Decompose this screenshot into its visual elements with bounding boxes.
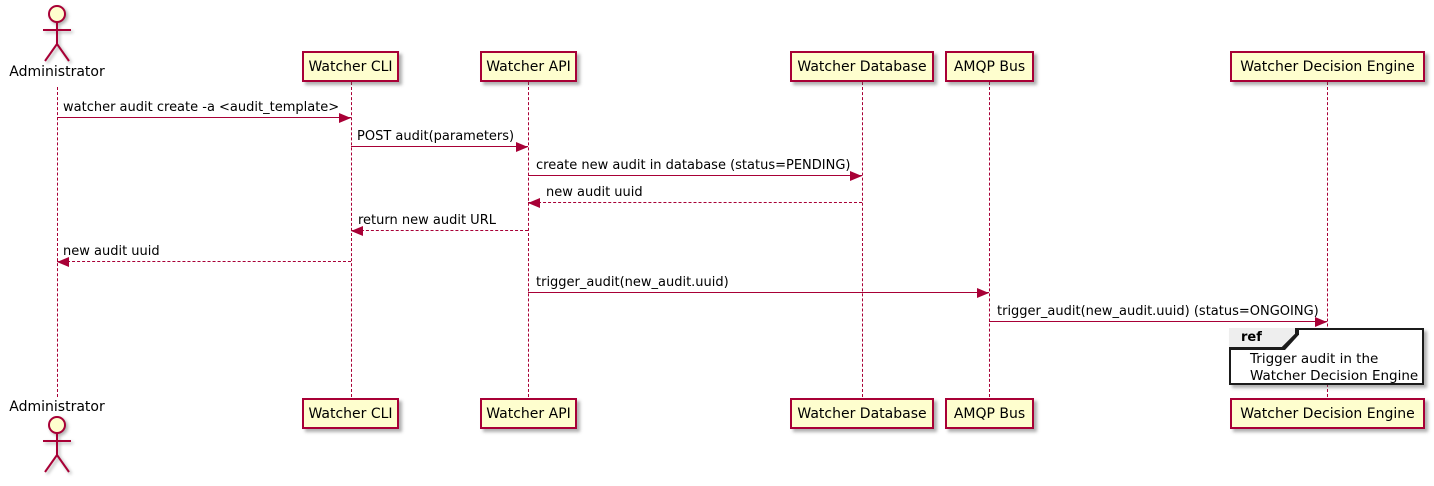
ref-body-line2: Watcher Decision Engine: [1250, 368, 1419, 384]
message-2-label: POST audit(parameters): [357, 129, 515, 144]
participant-label: AMQP Bus: [953, 58, 1026, 75]
message-4-label: new audit uuid: [546, 185, 643, 200]
message-5-line: [351, 229, 528, 231]
participant-bottom-watcher-api: Watcher API: [480, 398, 577, 429]
message-4-line: [528, 201, 862, 203]
message-7-arrowhead-icon: [977, 288, 989, 298]
actor-icon: [43, 416, 71, 473]
actor-icon: [43, 5, 71, 62]
lifeline-amqp-bus: [988, 82, 990, 397]
message-6-arrowhead-icon: [57, 257, 69, 267]
ref-body: Trigger audit in the Watcher Decision En…: [1250, 351, 1418, 385]
lifeline-watcher-database: [861, 82, 863, 397]
message-8-label: trigger_audit(new_audit.uuid) (status=ON…: [997, 304, 1319, 319]
participant-label: Watcher Database: [797, 58, 927, 75]
actor-label-bottom: Administrator: [9, 399, 105, 415]
lifeline-administrator: [56, 87, 58, 397]
message-4-arrowhead-icon: [528, 198, 540, 208]
message-1-line: [57, 116, 351, 118]
message-6-line: [57, 260, 351, 262]
participant-label: Watcher CLI: [308, 405, 393, 422]
ref-fragment: ref Trigger audit in the Watcher Decisio…: [1229, 328, 1424, 385]
message-8-line: [989, 320, 1327, 322]
actor-label-top: Administrator: [9, 64, 105, 80]
participant-label: Watcher CLI: [308, 58, 393, 75]
message-6-label: new audit uuid: [63, 244, 160, 259]
participant-top-watcher-api: Watcher API: [480, 51, 577, 82]
participant-top-watcher-database: Watcher Database: [790, 51, 934, 82]
participant-label: Watcher API: [486, 58, 571, 75]
message-2-arrowhead-icon: [516, 142, 528, 152]
participant-bottom-watcher-decision-engine: Watcher Decision Engine: [1230, 398, 1425, 429]
message-5-label: return new audit URL: [358, 213, 496, 228]
ref-keyword: ref: [1229, 328, 1295, 347]
participant-top-watcher-decision-engine: Watcher Decision Engine: [1230, 51, 1425, 82]
message-8-arrowhead-icon: [1315, 317, 1327, 327]
participant-bottom-amqp-bus: AMQP Bus: [945, 398, 1034, 429]
participant-top-amqp-bus: AMQP Bus: [945, 51, 1034, 82]
message-3-line: [528, 174, 862, 176]
message-1-label: watcher audit create -a <audit_template>: [63, 100, 340, 115]
participant-top-watcher-cli: Watcher CLI: [302, 51, 399, 82]
lifeline-watcher-cli: [350, 82, 352, 397]
participant-label: Watcher Decision Engine: [1240, 58, 1415, 75]
message-3-label: create new audit in database (status=PEN…: [536, 158, 851, 173]
message-3-arrowhead-icon: [850, 171, 862, 181]
participant-bottom-watcher-cli: Watcher CLI: [302, 398, 399, 429]
message-2-line: [351, 145, 528, 147]
participant-label: Watcher API: [486, 405, 571, 422]
ref-body-line1: Trigger audit in the: [1250, 351, 1379, 367]
participant-label: Watcher Database: [797, 405, 927, 422]
message-1-arrowhead-icon: [339, 113, 351, 123]
message-7-label: trigger_audit(new_audit.uuid): [536, 275, 729, 290]
lifeline-watcher-decision-engine: [1326, 82, 1328, 397]
participant-bottom-watcher-database: Watcher Database: [790, 398, 934, 429]
message-7-line: [528, 291, 989, 293]
participant-label: AMQP Bus: [953, 405, 1026, 422]
lifeline-watcher-api: [527, 82, 529, 397]
participant-label: Watcher Decision Engine: [1240, 405, 1415, 422]
message-5-arrowhead-icon: [351, 226, 363, 236]
